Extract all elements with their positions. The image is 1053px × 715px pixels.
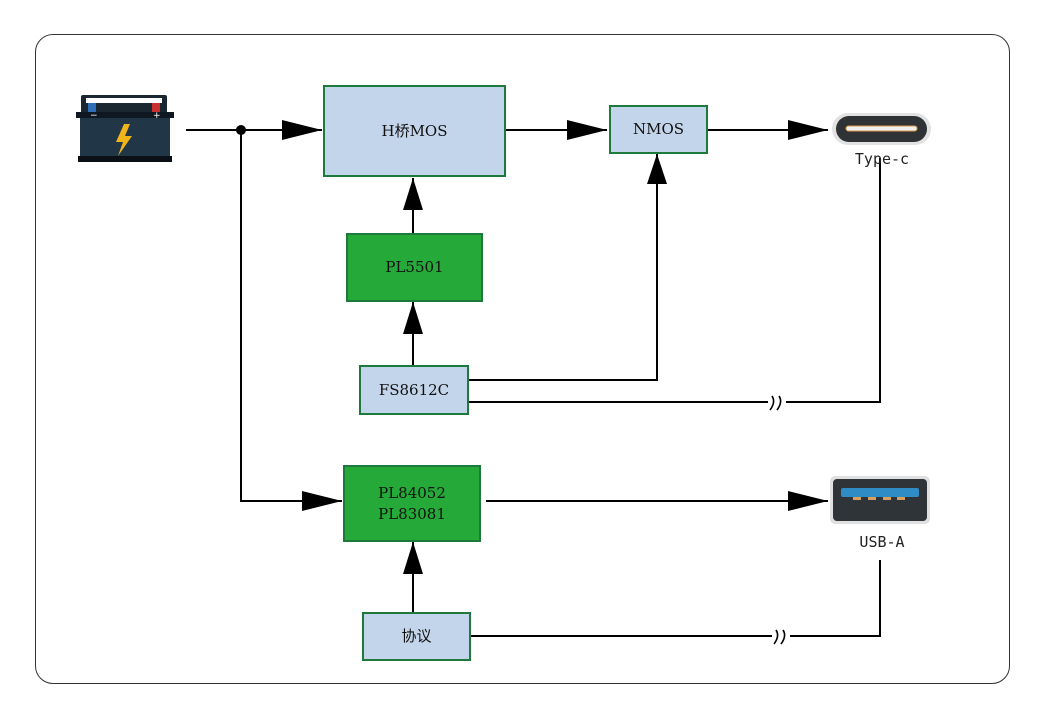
protocol-block: 协议 xyxy=(362,612,471,661)
car-battery-icon: − + xyxy=(76,95,174,162)
pl84052-pl83081-block: PL84052 PL83081 xyxy=(343,465,481,542)
type-c-label: Type-c xyxy=(854,150,910,168)
hbridge-mos-label: H桥MOS xyxy=(381,121,448,140)
pl84052-label: PL84052 xyxy=(378,484,446,503)
arrowhead-to-hbridge xyxy=(403,178,423,210)
edge-fs8612c-nmos xyxy=(468,154,658,381)
edge-protocol-usba-b xyxy=(790,560,881,637)
protocol-label: 协议 xyxy=(401,627,432,646)
break-mark-usba xyxy=(773,629,786,645)
diagram-frame xyxy=(35,34,1010,684)
svg-text:+: + xyxy=(153,111,161,121)
junction-dot xyxy=(236,125,246,135)
nmos-block: NMOS xyxy=(609,105,708,154)
pl5501-block: PL5501 xyxy=(346,233,483,302)
usb-a-port-icon xyxy=(830,476,930,524)
arrowhead-to-pl84052 xyxy=(403,542,423,574)
pl83081-label: PL83081 xyxy=(378,504,446,523)
arrowhead-to-pl5501 xyxy=(403,302,423,334)
hbridge-mos-block: H桥MOS xyxy=(323,85,506,177)
usb-a-label: USB-A xyxy=(859,533,905,551)
fs8612c-label: FS8612C xyxy=(378,380,450,399)
svg-text:−: − xyxy=(90,111,98,121)
break-mark-typec xyxy=(769,395,782,411)
arrowhead-to-nmos xyxy=(647,154,667,184)
nmos-label: NMOS xyxy=(632,120,685,139)
edge-battery-pl84052 xyxy=(240,130,342,511)
edge-fs8612c-typec-b xyxy=(786,158,881,403)
pl5501-label: PL5501 xyxy=(385,258,444,277)
usb-type-c-port-icon xyxy=(832,113,931,145)
fs8612c-block: FS8612C xyxy=(359,365,469,415)
